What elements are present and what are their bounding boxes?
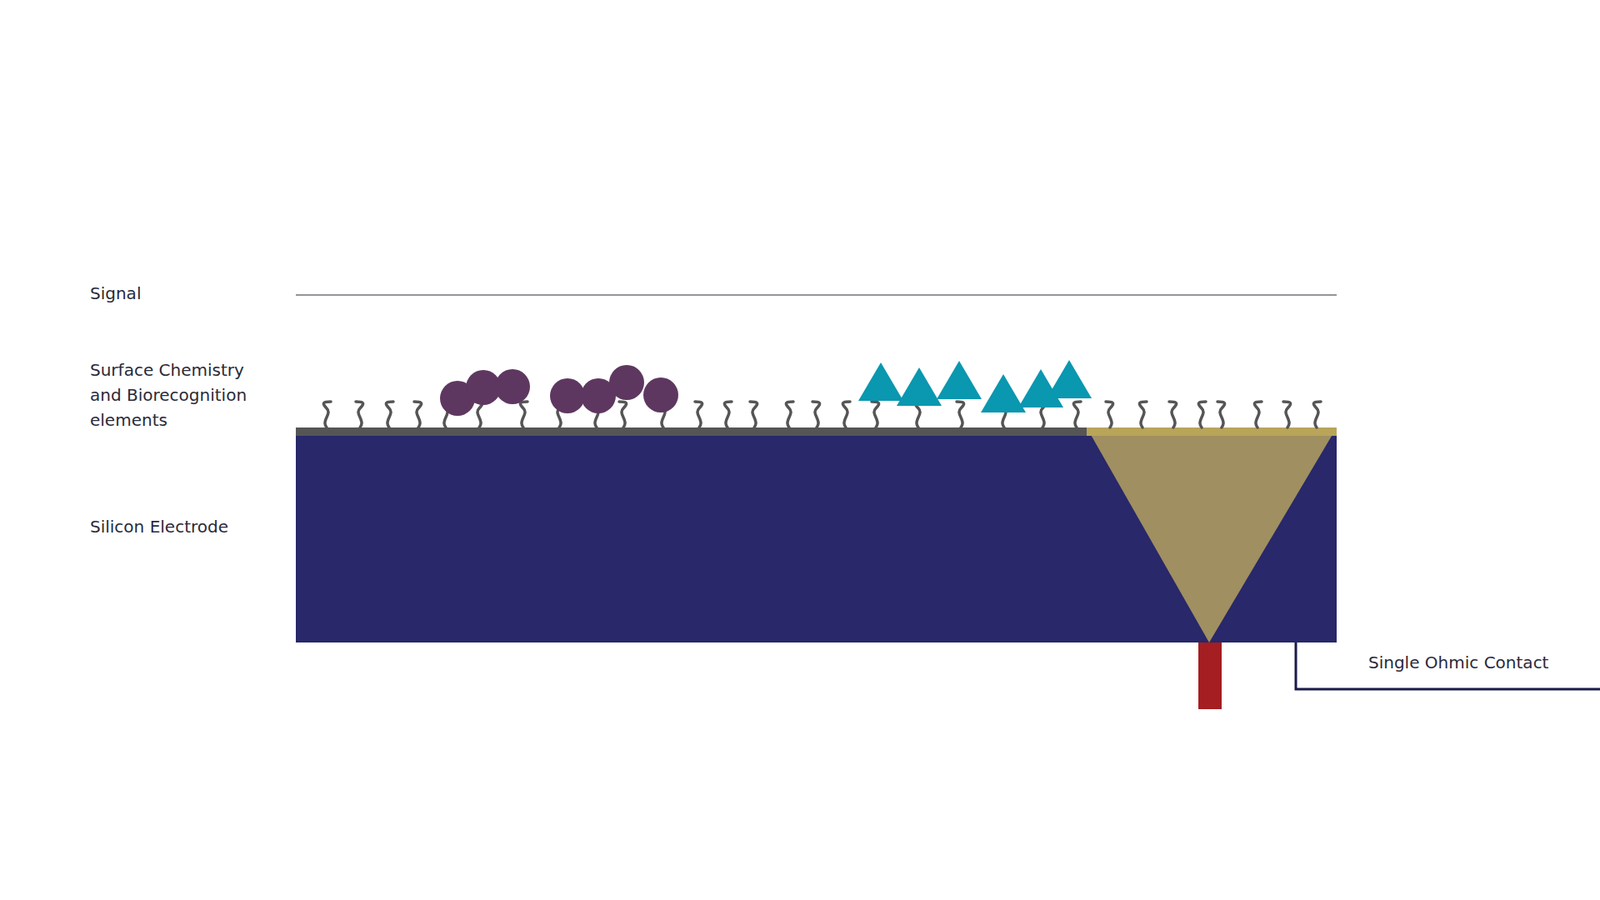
linker — [1198, 401, 1206, 428]
linker — [1073, 401, 1081, 428]
linker — [812, 401, 820, 428]
linker — [1139, 401, 1147, 428]
linker — [1283, 401, 1291, 428]
gold-layer-edge — [1086, 427, 1337, 436]
linker — [956, 401, 965, 428]
target-molecule — [495, 369, 530, 405]
biorecognition-circles — [440, 365, 679, 416]
target-molecule — [1046, 360, 1092, 399]
linker — [1313, 401, 1321, 428]
linker — [1217, 401, 1225, 428]
target-molecule — [936, 360, 982, 400]
linker — [750, 401, 758, 428]
linker — [1254, 401, 1262, 428]
label: Signal — [90, 280, 141, 306]
label: Single Ohmic Contact — [1368, 650, 1549, 675]
linker — [1105, 401, 1114, 428]
linker — [871, 401, 880, 428]
ohmic-contact — [1198, 642, 1222, 710]
signal-line — [295, 294, 1337, 295]
linker — [520, 401, 528, 428]
linker — [724, 401, 732, 428]
label: Silicon Electrode — [90, 514, 229, 540]
linker — [414, 401, 422, 428]
biorecognition-triangles — [858, 360, 1092, 413]
linker — [385, 401, 394, 428]
target-molecule — [609, 365, 645, 400]
linker — [619, 401, 627, 428]
leader-line — [1295, 642, 1600, 690]
linker — [323, 401, 331, 428]
target-molecule — [643, 377, 679, 413]
linker — [355, 401, 364, 428]
gold-contact-region — [1086, 427, 1337, 643]
linker — [695, 401, 703, 428]
linker — [842, 401, 850, 428]
target-molecule — [550, 378, 585, 414]
label: Surface Chemistry and Biorecognition ele… — [90, 357, 270, 433]
linker — [785, 401, 794, 428]
target-molecule — [858, 362, 904, 401]
linker — [475, 401, 483, 428]
target-molecule — [896, 367, 942, 406]
surface-layer — [295, 427, 1087, 436]
linker — [1169, 401, 1177, 428]
gold-surface-layer — [1086, 427, 1337, 436]
